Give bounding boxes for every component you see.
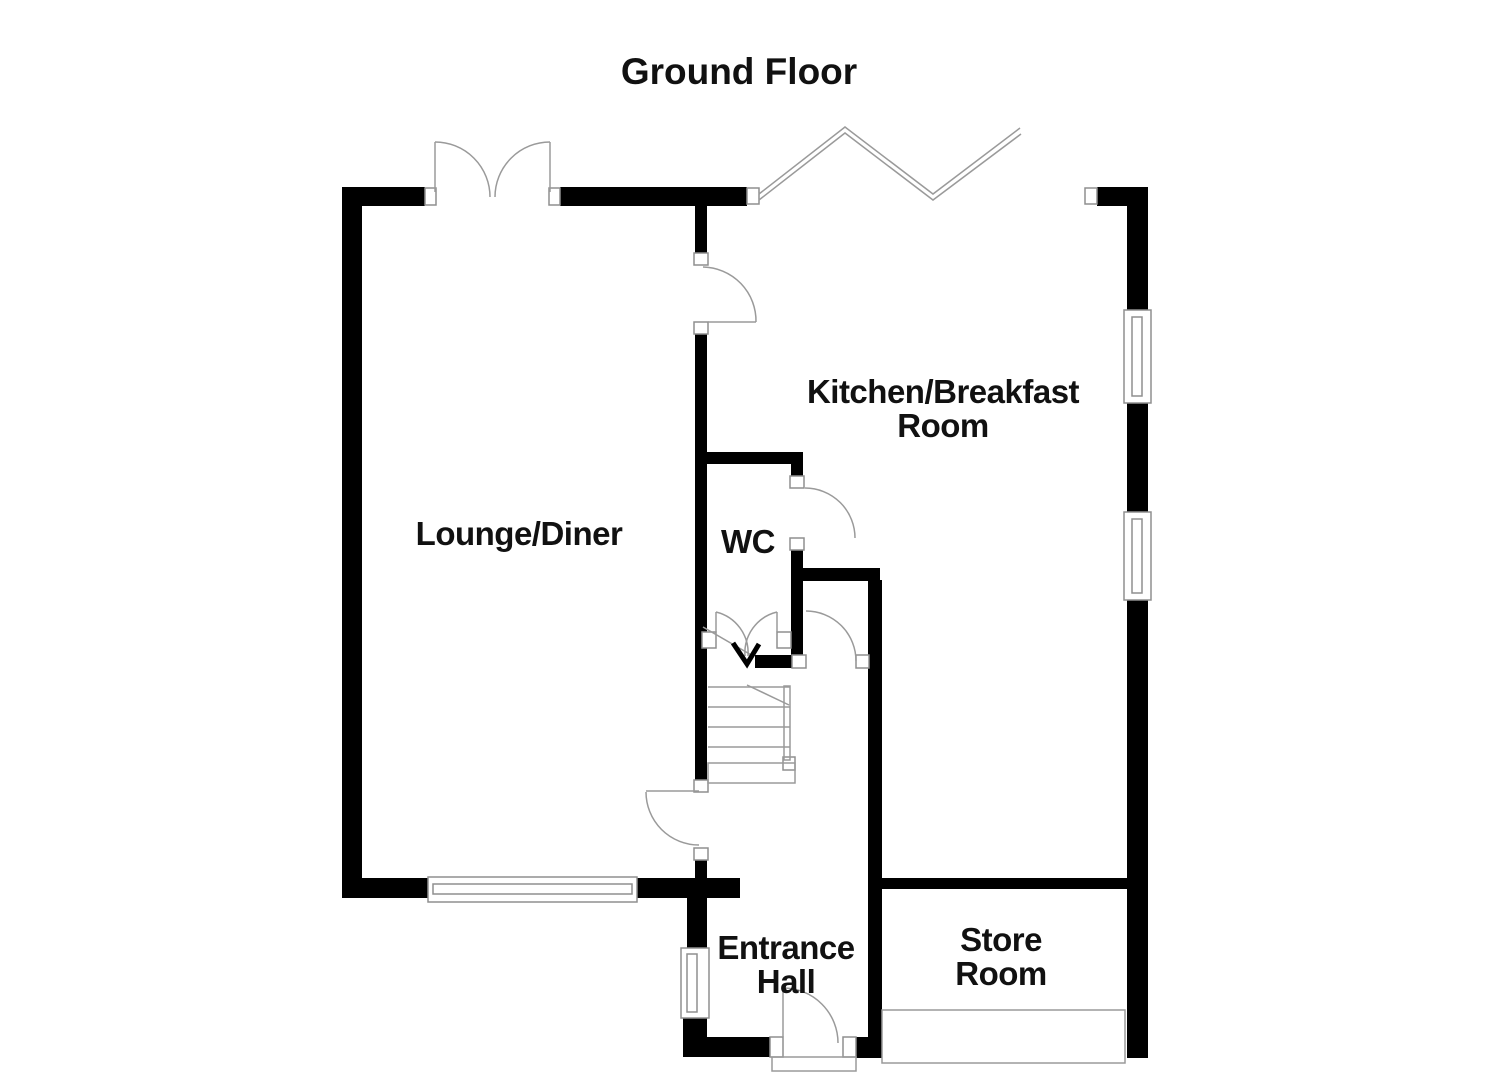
door-understairs-cupboard [805, 610, 857, 662]
wall-hall-left-corner [683, 1016, 707, 1040]
wall-right-mid [1127, 403, 1148, 512]
jamb [693, 779, 709, 793]
jamb [791, 654, 807, 669]
annotations [771, 1009, 1126, 1072]
wall-store-top [868, 878, 1133, 889]
jamb [701, 631, 717, 649]
jamb [424, 187, 437, 206]
room-label-lounge-diner: Lounge/Diner [415, 515, 623, 552]
door-lounge-kitchen [702, 266, 757, 323]
jamb [776, 631, 792, 649]
wall-wc-top [707, 452, 803, 464]
stair-break-line [746, 684, 790, 706]
wall-left [342, 187, 362, 898]
page-title: Ground Floor [620, 51, 858, 92]
open-boundary-zigzag [758, 126, 1022, 201]
jamb [693, 321, 709, 335]
jamb [1084, 187, 1098, 205]
wall-hall-kitchen [868, 580, 882, 1058]
room-label-store-room: Store Room [955, 921, 1047, 992]
window-right-upper [1123, 309, 1152, 404]
wall-right-upper [1127, 187, 1148, 310]
room-label-wc: WC [721, 523, 775, 560]
stair-stringer [783, 685, 791, 761]
jamb [842, 1036, 857, 1058]
store-room-open-front [881, 1009, 1126, 1064]
staircase [702, 626, 796, 784]
wall-hall-left-upper [687, 896, 707, 948]
wall-wc-right [791, 550, 803, 655]
door-lounge-hall [645, 790, 700, 846]
jamb [746, 187, 760, 205]
door-jambs [424, 187, 1098, 1058]
porch-step [771, 1056, 857, 1072]
window-lounge-bottom [427, 876, 638, 903]
wall-divider-mid [695, 334, 707, 780]
jamb [548, 187, 561, 206]
stair-landing [707, 762, 796, 784]
wall-top-lounge-right [560, 187, 747, 206]
window-right-lower [1123, 511, 1152, 601]
wall-divider-bottom [695, 860, 707, 878]
jamb [769, 1036, 784, 1058]
wall-divider-top [695, 206, 707, 253]
room-label-entrance-hall: Entrance Hall [717, 929, 855, 1000]
wall-top-lounge-left [342, 187, 425, 206]
wall-lounge-bottom-right [637, 878, 740, 898]
wall-understairs [755, 655, 793, 668]
wall-lounge-bottom-left [342, 878, 428, 898]
french-doors [434, 141, 551, 198]
jamb [693, 252, 709, 266]
double-doors-stairs [715, 611, 778, 657]
wall-wc-right-stub [791, 452, 803, 476]
window-hall-left [680, 947, 710, 1019]
door-front [782, 987, 839, 1044]
wall-hall-bottom-left [683, 1037, 770, 1057]
stair-direction-chevron [730, 641, 762, 669]
jamb [789, 537, 805, 551]
wall-right-lower [1127, 600, 1148, 1058]
interior-walls [695, 206, 1133, 1058]
windows [427, 309, 1152, 1019]
room-label-kitchen-breakfast: Kitchen/Breakfast Room [806, 373, 1080, 444]
stair-break-line [702, 626, 754, 657]
door-swings [434, 141, 857, 1044]
jamb [693, 847, 709, 861]
jamb [789, 475, 805, 489]
wall-kitchen-alcove-top [803, 568, 880, 581]
door-wc [804, 487, 856, 539]
jamb [855, 654, 870, 669]
